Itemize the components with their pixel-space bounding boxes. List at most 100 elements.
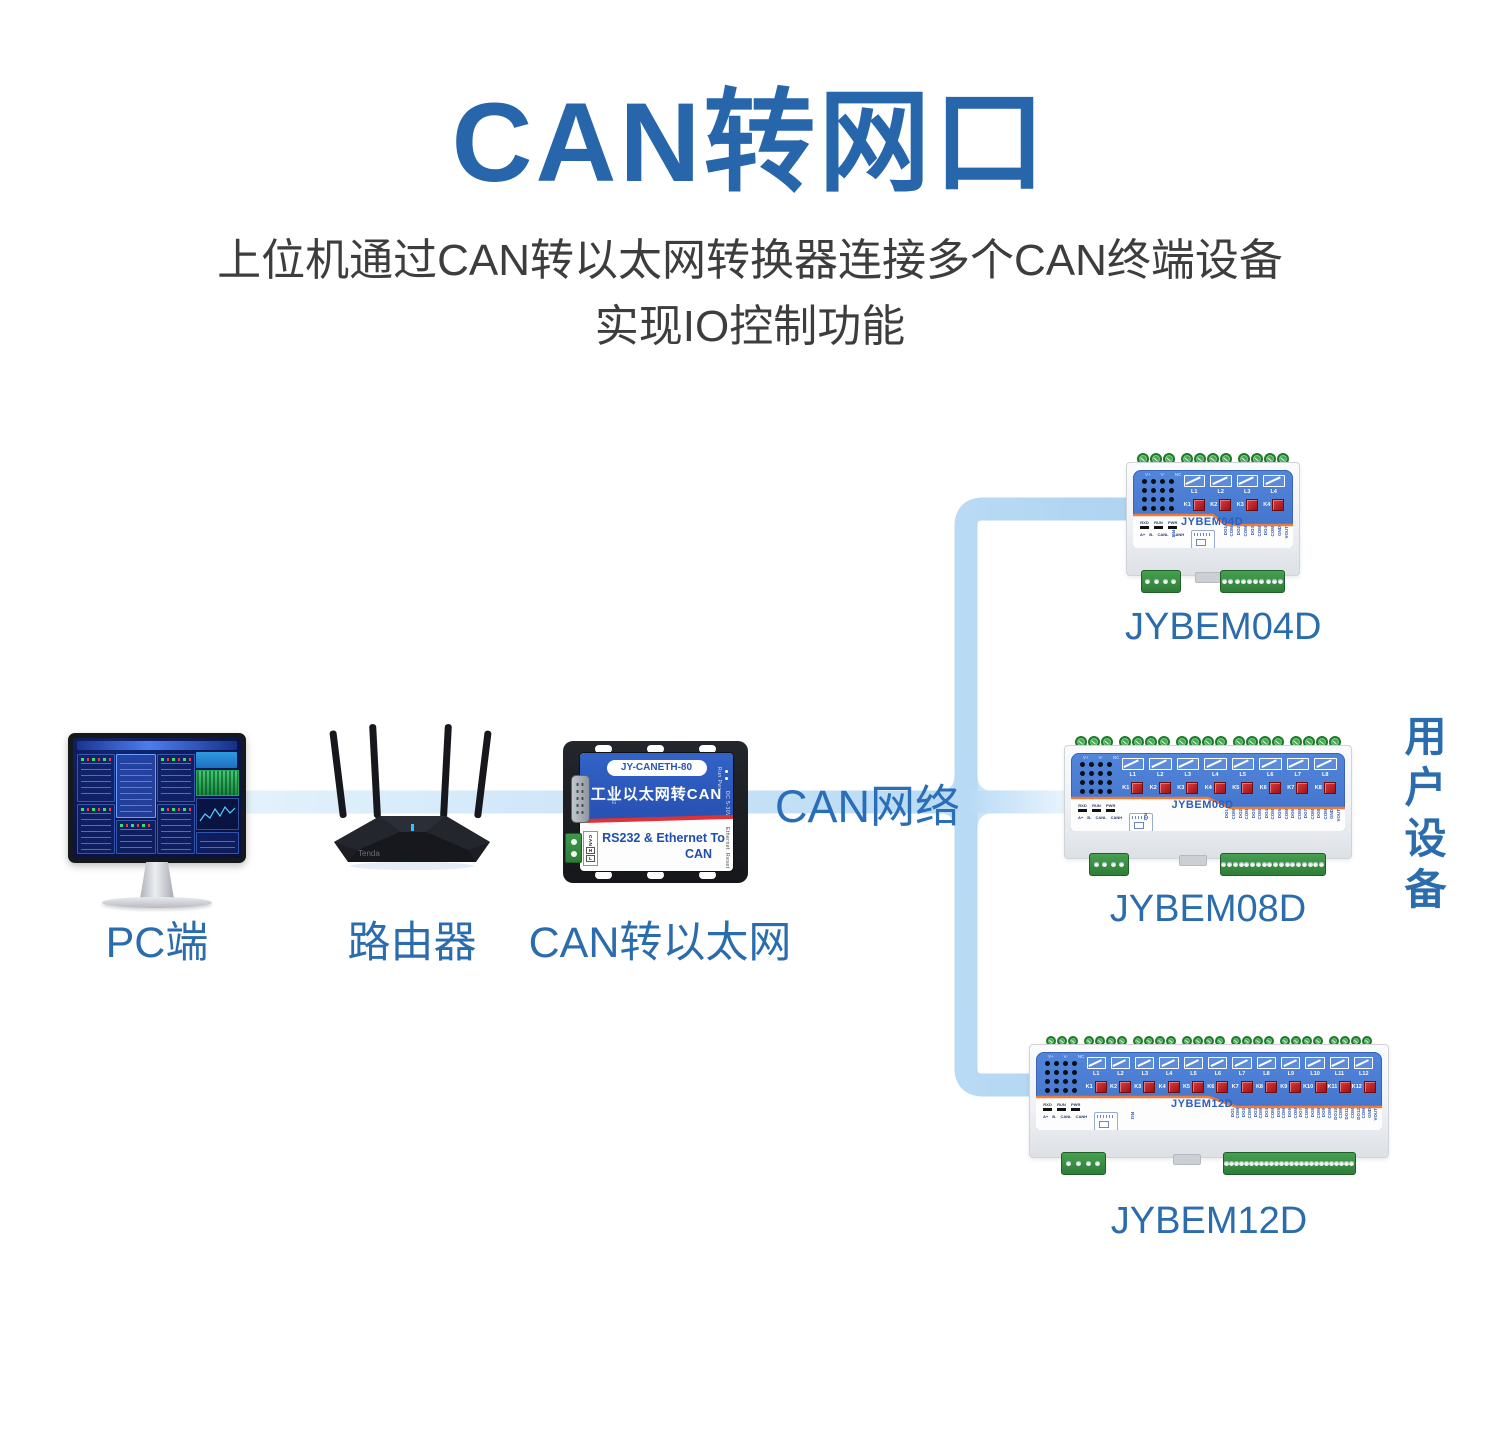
bus-pin-label: CANH (1110, 815, 1123, 820)
terminal-hole (1221, 862, 1227, 867)
io-pin-label: DO1 (1224, 809, 1230, 819)
led-indicator-icon (1078, 809, 1087, 812)
status-dot (1151, 497, 1156, 502)
bus-pin-label: B- (1149, 532, 1154, 537)
led-indicator-icon (1092, 809, 1101, 812)
status-dot (1063, 1079, 1068, 1084)
relay-label: L9 (1287, 1071, 1294, 1077)
mounting-hole (699, 871, 716, 879)
io-pin-label: VOUT (1336, 809, 1341, 822)
status-dot (1089, 762, 1094, 767)
relay-cell: L8 (1312, 758, 1340, 778)
relay-button-label: K4 (1158, 1084, 1166, 1090)
io-pin-label: DO3 (1250, 809, 1256, 819)
terminal-hole (1307, 862, 1313, 867)
led-column: RUN (1092, 803, 1101, 812)
pin-label: NC (1112, 755, 1120, 760)
relay-button-label: K8 (1255, 1084, 1263, 1090)
terminal-hole (1145, 579, 1151, 584)
status-dot (1169, 488, 1174, 493)
terminal-hole (1093, 862, 1099, 867)
bus-pin-label: B- (1052, 1114, 1057, 1119)
led-label: RXD (1140, 520, 1149, 525)
monitor-bezel (68, 733, 246, 863)
converter-panel-title: 工业以太网转CAN (590, 786, 723, 803)
io-pin-label: COM (1257, 809, 1263, 820)
panel-separator (1036, 1095, 1382, 1130)
dashboard-panel (196, 832, 239, 854)
terminal-hole (1227, 862, 1233, 867)
status-dot (1160, 479, 1165, 484)
io-pin-label: COM (1258, 1108, 1264, 1119)
led-label: PWR (1106, 803, 1116, 808)
terminal-hole (1110, 862, 1116, 867)
status-dot (1142, 488, 1147, 493)
relay-symbol-icon (1183, 475, 1205, 487)
junction-fillet (977, 775, 994, 791)
io-pin-label: COM (1229, 526, 1235, 537)
relay-cell: L4 (1157, 1057, 1181, 1077)
mounting-hole (699, 745, 716, 753)
relay-label: L4 (1270, 489, 1277, 495)
relay-cell: L5 (1181, 1057, 1205, 1077)
led-column: RXD (1078, 803, 1087, 812)
converter-subtitle-line2: CAN (684, 847, 713, 861)
led-indicator-icon (1168, 526, 1178, 529)
run-pwr-label: Run Pwr (716, 767, 722, 790)
io-pin-label: COM (1270, 809, 1276, 820)
spectrum-chart (196, 770, 239, 796)
io-pin-label: COM (1231, 809, 1236, 820)
rs232-label: RS232 (610, 789, 616, 805)
status-dot (1054, 1088, 1059, 1093)
junction-fillet (938, 775, 955, 791)
relay-symbol-icon (1121, 758, 1144, 770)
terminal-hole (1273, 862, 1279, 867)
relay-label: L3 (1184, 772, 1191, 778)
status-dot (1045, 1061, 1050, 1066)
terminal-hole (1294, 1161, 1300, 1166)
relay-button-label: K3 (1134, 1084, 1142, 1090)
bus-pin-label: CANH (1075, 1114, 1088, 1119)
relay-cell: L9 (1279, 1057, 1303, 1077)
relay-button-cell: K1 (1181, 499, 1208, 511)
io-pin-label: COM (1281, 1108, 1287, 1119)
led-indicator-icon (1057, 1108, 1066, 1111)
relay-button-label: K5 (1182, 1084, 1190, 1090)
io-pin-label: DO9 (1321, 1108, 1327, 1118)
led-indicator-icon (1043, 1108, 1052, 1111)
relay-label: L7 (1294, 772, 1301, 778)
relay-button-cell: K2 (1208, 499, 1235, 511)
relay-button (1315, 1081, 1328, 1093)
terminal-hole (1232, 862, 1238, 867)
router-label: 路由器 (347, 919, 477, 967)
io-pin-label: COM (1322, 809, 1328, 820)
relay-button-cell: K5 (1229, 782, 1257, 794)
terminal-block-io (1219, 853, 1326, 876)
relay-button-cell: K8 (1254, 1081, 1278, 1093)
pin-label: NC (1174, 472, 1182, 477)
relay-symbol-icon (1204, 758, 1227, 770)
relay-button-cell: K6 (1206, 1081, 1230, 1093)
terminal-hole (1234, 1161, 1240, 1166)
terminal-hole (1224, 1161, 1230, 1166)
terminal-hole (1240, 579, 1246, 584)
bus-pin-label: CANH (1172, 532, 1185, 537)
dashboard-panel (116, 754, 156, 818)
led-indicator-icon (1106, 809, 1116, 812)
led-column: PWR (1106, 803, 1115, 812)
status-dot (1080, 780, 1085, 785)
din-clip (1172, 1154, 1201, 1165)
terminal-hole (1271, 579, 1277, 584)
pc-monitor (68, 733, 246, 911)
junction-fillet (938, 813, 955, 829)
terminal-hole (1278, 862, 1284, 867)
relay-button-cell: K4 (1157, 1081, 1181, 1093)
relay-button (1094, 1081, 1107, 1093)
relay-button-label: K10 (1303, 1084, 1314, 1090)
io-pin-label: DO6 (1290, 809, 1296, 819)
relay-label: L8 (1322, 772, 1329, 778)
led-indicator-icon (1071, 1108, 1081, 1111)
terminal-hole (1253, 579, 1259, 584)
